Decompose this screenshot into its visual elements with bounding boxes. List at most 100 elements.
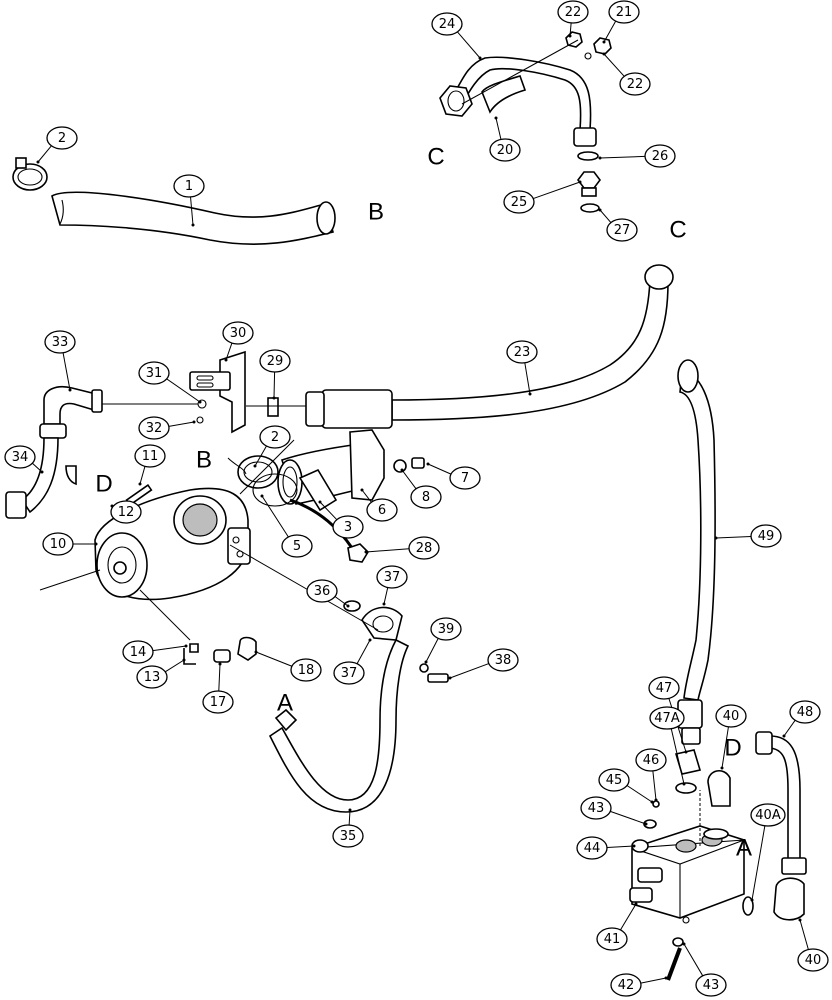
- callout-arrowhead: [720, 766, 724, 770]
- callout-bubble: [606, 218, 638, 242]
- connection-letter-a: A: [736, 835, 752, 862]
- callout-arrowhead: [602, 52, 606, 56]
- callout-arrowhead: [682, 942, 686, 946]
- callout-bubble: [332, 824, 364, 848]
- callout-arrowhead: [218, 662, 222, 666]
- callout-bubble: [715, 704, 747, 728]
- fittings-7-8: [393, 457, 425, 473]
- callout-number: 18: [298, 663, 315, 678]
- callout-leader: [261, 495, 289, 538]
- callout-arrowhead: [40, 470, 44, 474]
- fittings-13-18: [183, 636, 257, 665]
- callout-47a: 47A: [649, 706, 686, 786]
- callout-leader: [425, 638, 439, 663]
- hose-35: [268, 600, 449, 813]
- callout-number: 37: [341, 666, 358, 681]
- callout-leader: [640, 977, 667, 984]
- callout-leader: [152, 645, 187, 652]
- valve-block-41: [629, 749, 745, 924]
- callout-17: 17: [202, 662, 234, 714]
- callout-leader: [427, 463, 452, 475]
- callout-bubble: [376, 565, 408, 589]
- callout-leader: [495, 117, 502, 140]
- callout-arrowhead: [94, 542, 98, 546]
- callout-40: 40: [797, 918, 829, 972]
- callout-number: 7: [461, 471, 469, 486]
- callout-leader: [599, 209, 612, 223]
- callout-39: 39: [424, 617, 462, 664]
- callout-49: 49: [714, 524, 782, 548]
- callout-bubble: [306, 579, 338, 603]
- callout-40a: 40A: [750, 803, 786, 902]
- callout-bubble: [695, 973, 727, 997]
- callout-leader: [626, 785, 653, 803]
- callout-36: 36: [306, 579, 350, 608]
- callout-number: 2: [271, 430, 279, 445]
- suction-tube-3: [237, 429, 385, 512]
- part-drawings: [5, 31, 807, 981]
- connection-letter-b: B: [196, 447, 212, 474]
- callout-arrowhead: [426, 462, 430, 466]
- callout-number: 21: [616, 5, 633, 20]
- callout-leader: [225, 342, 233, 361]
- callout-bubble: [644, 144, 676, 168]
- callout-43: 43: [580, 796, 648, 826]
- callout-arrowhead: [714, 536, 718, 540]
- callout-8: 8: [400, 468, 442, 509]
- callout-18: 18: [254, 650, 322, 682]
- callout-leader: [254, 445, 267, 467]
- callout-number: 46: [643, 753, 660, 768]
- callout-bubble: [333, 661, 365, 685]
- callout-bubble: [619, 72, 651, 96]
- callout-arrowhead: [578, 180, 582, 184]
- callout-leader: [683, 943, 704, 977]
- callout-leader: [37, 145, 52, 163]
- callout-arrowhead: [318, 500, 322, 504]
- callout-arrowhead: [254, 650, 258, 654]
- callout-bubble: [635, 748, 667, 772]
- callout-number: 6: [378, 503, 386, 518]
- callout-1: 1: [173, 174, 205, 227]
- callout-bubble: [750, 803, 786, 827]
- callout-bubble: [431, 12, 463, 36]
- callout-leader: [603, 53, 625, 77]
- callout-number: 14: [130, 645, 147, 660]
- callout-bubble: [557, 0, 589, 24]
- callout-14: 14: [122, 640, 188, 664]
- callout-number: 47: [656, 681, 673, 696]
- clamp-2-top: [12, 157, 48, 191]
- callout-number: 13: [144, 670, 161, 685]
- callout-arrowhead: [224, 358, 228, 362]
- callout-number: 35: [340, 829, 357, 844]
- tube-24: [439, 56, 597, 147]
- callout-bubble: [259, 349, 291, 373]
- connection-letter-c: C: [669, 217, 686, 244]
- callout-leader: [603, 20, 617, 43]
- callout-arrowhead: [400, 468, 404, 472]
- callout-leader: [319, 501, 338, 521]
- connection-letter-d: D: [95, 471, 112, 498]
- callout-24: 24: [431, 12, 482, 60]
- callout-leader: [569, 22, 572, 37]
- callout-leader: [334, 596, 349, 607]
- bolt-42: [666, 937, 684, 981]
- callout-arrowhead: [654, 798, 658, 802]
- callout-arrowhead: [448, 676, 452, 680]
- callout-leader: [652, 770, 657, 801]
- callout-bubble: [134, 444, 166, 468]
- callout-leader: [356, 639, 371, 664]
- callout-number: 20: [497, 143, 514, 158]
- callout-bubbles: 1223567810111213141718202122222324252627…: [4, 0, 829, 997]
- callout-number: 48: [797, 705, 814, 720]
- callout-leader: [62, 352, 71, 391]
- callout-28: 28: [364, 536, 440, 560]
- callout-bubble: [332, 515, 364, 539]
- callout-arrowhead: [198, 400, 202, 404]
- callout-10: 10: [42, 532, 98, 556]
- callout-number: 45: [606, 773, 623, 788]
- callout-leader: [168, 421, 195, 427]
- callout-29: 29: [259, 349, 291, 400]
- callout-bubble: [506, 340, 538, 364]
- callout-arrowhead: [494, 116, 498, 120]
